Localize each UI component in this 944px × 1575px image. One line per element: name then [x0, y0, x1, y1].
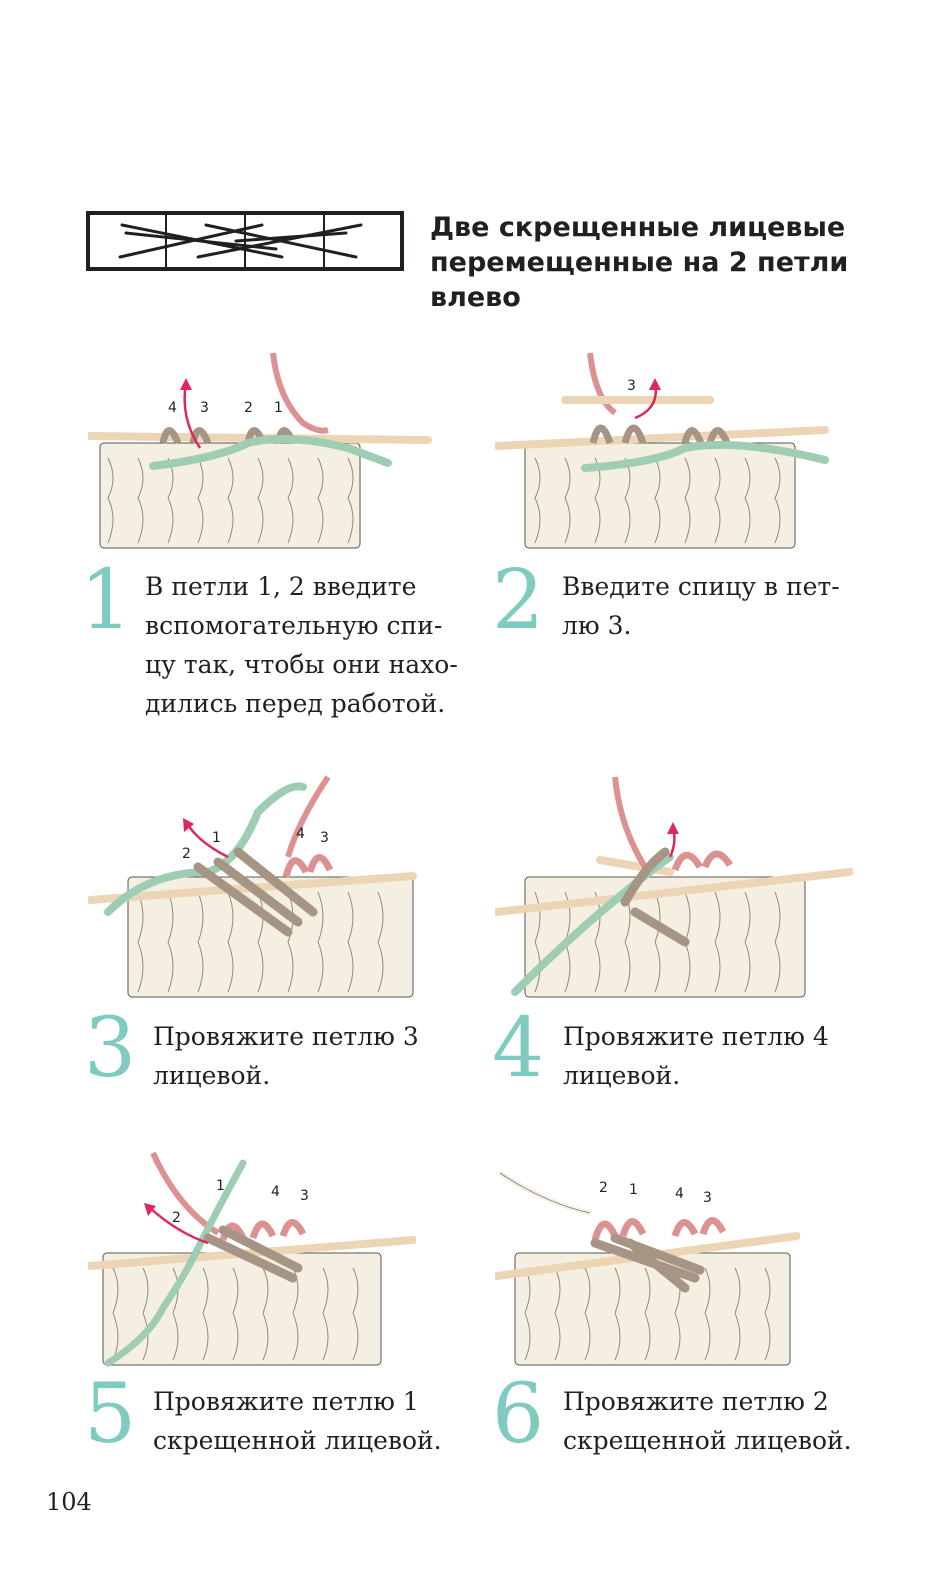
aux-needle	[149, 435, 392, 470]
step-number: 3	[84, 1001, 137, 1096]
aux-needle	[104, 1159, 247, 1367]
main-needle	[495, 868, 853, 916]
stitch-label: 3	[300, 1188, 309, 1204]
step-text: Провяжите петлю 2 скрещенной лицевой.	[563, 1387, 852, 1455]
step-3-illustration: 2 1 4 3	[88, 775, 417, 998]
aux-needle	[104, 782, 307, 916]
working-yarn	[587, 352, 617, 416]
working-yarn	[498, 1170, 591, 1216]
page-title: Две скрещенные лицевые перемещенные на 2…	[430, 212, 849, 313]
step-2-illustration: 3	[495, 352, 829, 549]
stitch-label: 4	[271, 1184, 280, 1200]
step-number: 2	[492, 553, 545, 648]
step-text: Введите спицу в пет- лю 3.	[562, 572, 840, 640]
stitch-label: 3	[200, 400, 209, 416]
working-yarn	[285, 775, 331, 858]
arrow-icon	[149, 1207, 209, 1245]
stitch-symbol	[86, 211, 404, 271]
arrow-icon	[184, 821, 229, 859]
step-text: В петли 1, 2 введите вспомогательную спи…	[145, 572, 458, 718]
step-number: 5	[84, 1367, 137, 1462]
step-1-illustration: 4 3 2 1	[88, 352, 432, 549]
working-yarn	[270, 352, 329, 434]
step-text: Провяжите петлю 3 лицевой.	[153, 1022, 419, 1090]
stitch-label: 4	[296, 826, 305, 842]
aux-needle	[581, 440, 829, 472]
stitch-label: 2	[244, 400, 253, 416]
stitch-label: 1	[212, 830, 221, 846]
step-text: Провяжите петлю 4 лицевой.	[563, 1022, 829, 1090]
stitch-label: 3	[320, 830, 329, 846]
main-needle	[88, 1236, 416, 1270]
stitch-label: 3	[703, 1190, 712, 1206]
stitch-label: 4	[168, 400, 177, 416]
stitch-label: 1	[216, 1178, 225, 1194]
working-yarn	[612, 776, 648, 869]
aux-needle	[511, 853, 674, 996]
stitch-label: 2	[172, 1210, 181, 1226]
step-number: 1	[80, 553, 133, 648]
main-needle	[495, 426, 829, 450]
page-number: 104	[46, 1488, 92, 1516]
stitch-label: 2	[182, 846, 191, 862]
step-number: 4	[492, 1001, 545, 1096]
step-6-illustration: 2 1 4 3	[495, 1170, 800, 1366]
step-4-illustration	[495, 776, 853, 998]
knit-fabric	[99, 442, 361, 549]
stitch-label: 4	[675, 1186, 684, 1202]
step-5-illustration: 1 2 4 3	[88, 1151, 416, 1367]
step-number: 6	[492, 1367, 545, 1462]
stitch-label: 2	[599, 1180, 608, 1196]
step-text: Провяжите петлю 1 скрещенной лицевой.	[153, 1387, 442, 1455]
stitch-label: 1	[629, 1182, 638, 1198]
stitch-label: 1	[274, 400, 283, 416]
stitch-label: 3	[627, 378, 636, 394]
